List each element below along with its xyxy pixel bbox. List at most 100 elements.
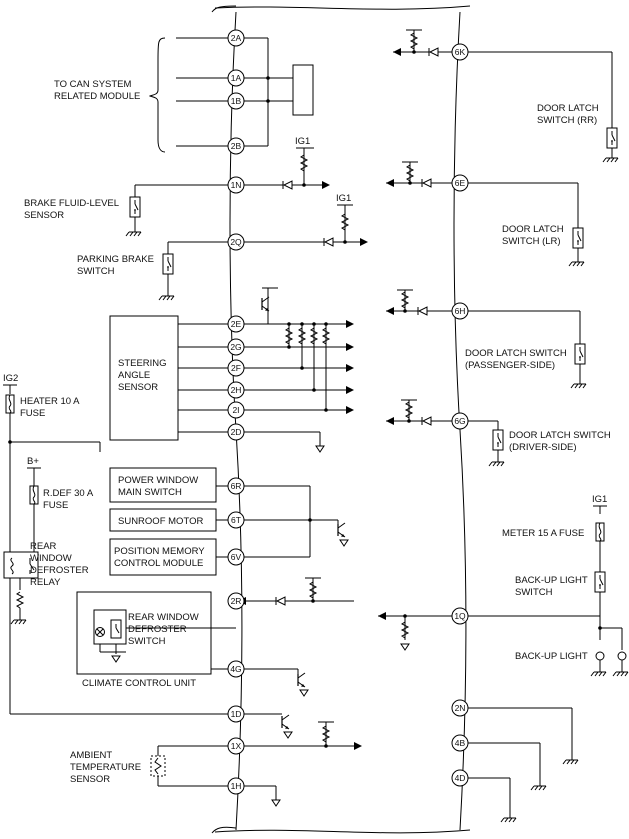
- svg-text:6G: 6G: [454, 416, 465, 426]
- brake-fluid-circuit: [125, 147, 330, 237]
- backup-switch-label-2: SWITCH: [515, 587, 553, 598]
- pin-1b: 1B: [227, 92, 245, 110]
- svg-text:2N: 2N: [455, 703, 466, 713]
- pin-2d: 2D: [227, 423, 245, 441]
- svg-text:4B: 4B: [455, 738, 466, 748]
- pin-6g: 6G: [451, 412, 469, 430]
- position-memory-label-1: POSITION MEMORY: [114, 546, 205, 557]
- svg-text:1H: 1H: [231, 781, 242, 791]
- svg-text:6T: 6T: [231, 515, 241, 525]
- relay-label-2: WINDOW: [30, 553, 72, 564]
- pin-2f: 2F: [227, 359, 245, 377]
- relay-label-4: RELAY: [30, 577, 61, 588]
- rdef-fuse-label-1: R.DEF 30 A: [43, 488, 94, 499]
- svg-text:2Q: 2Q: [230, 237, 242, 247]
- svg-text:6H: 6H: [455, 306, 466, 316]
- steering-label-3: SENSOR: [118, 382, 158, 393]
- parking-brake-label-2: SWITCH: [77, 266, 115, 277]
- steering-angle-circuit: [109, 287, 354, 453]
- door-drv-label-2: (DRIVER-SIDE): [509, 442, 577, 453]
- svg-text:6V: 6V: [231, 552, 242, 562]
- ig2-label: IG2: [3, 373, 18, 384]
- 1d-circuit: [236, 713, 293, 739]
- door-rr-label-2: SWITCH (RR): [537, 115, 597, 126]
- position-memory-label-2: CONTROL MODULE: [114, 558, 203, 569]
- pin-1q: 1Q: [451, 607, 469, 625]
- pin-1n: 1N: [227, 176, 245, 194]
- svg-text:6K: 6K: [455, 47, 466, 57]
- power-window-label-1: POWER WINDOW: [118, 475, 198, 486]
- rwd-switch-label-1: REAR WINDOW: [128, 612, 199, 623]
- power-window-circuit: [109, 467, 349, 576]
- door-pass-label-2: (PASSENGER-SIDE): [465, 360, 555, 371]
- connector-bottom-edge: [214, 829, 471, 834]
- pin-6k: 6K: [451, 43, 469, 61]
- pin-1x: 1X: [227, 737, 245, 755]
- pin-2h: 2H: [227, 381, 245, 399]
- 1q-backup-circuit: [378, 505, 629, 677]
- can-label-1: TO CAN SYSTEM: [54, 79, 132, 90]
- svg-text:1X: 1X: [231, 741, 242, 751]
- pin-1d: 1D: [227, 705, 245, 723]
- svg-text:1B: 1B: [231, 96, 242, 106]
- svg-text:2A: 2A: [231, 33, 242, 43]
- rdef-relay-circuit: [3, 467, 41, 625]
- climate-control-section: [76, 591, 309, 697]
- svg-text:4D: 4D: [455, 773, 466, 783]
- pin-4d: 4D: [451, 769, 469, 787]
- parking-brake-label-1: PARKING BRAKE: [77, 254, 154, 265]
- 6k-circuit: [393, 29, 619, 163]
- brake-fluid-label-1: BRAKE FLUID-LEVEL: [24, 198, 119, 209]
- pin-2q: 2Q: [227, 233, 245, 251]
- pin-2r: 2R: [227, 592, 245, 610]
- 6h-circuit: [386, 289, 587, 389]
- ambient-sensor-circuit: [150, 721, 362, 807]
- pin-1a: 1A: [227, 69, 245, 87]
- pin-6h: 6H: [451, 302, 469, 320]
- ambient-label-3: SENSOR: [70, 774, 110, 785]
- pin-6t: 6T: [227, 511, 245, 529]
- svg-text:2G: 2G: [230, 342, 241, 352]
- svg-text:2E: 2E: [231, 319, 242, 329]
- ig1-label-a: IG1: [295, 136, 310, 147]
- ground-pins-circuit: [460, 707, 579, 823]
- 6g-circuit: [386, 399, 505, 467]
- ig1-label-b: IG1: [336, 193, 351, 204]
- door-rr-label-1: DOOR LATCH: [537, 103, 599, 114]
- climate-control-label: CLIMATE CONTROL UNIT: [82, 678, 196, 689]
- pin-2g: 2G: [227, 338, 245, 356]
- sunroof-label: SUNROOF MOTOR: [118, 516, 203, 527]
- svg-text:2F: 2F: [231, 363, 241, 373]
- svg-text:6E: 6E: [455, 178, 466, 188]
- svg-text:1Q: 1Q: [454, 611, 466, 621]
- pin-4g: 4G: [227, 660, 245, 678]
- svg-text:6R: 6R: [231, 481, 242, 491]
- ig1-right-label: IG1: [592, 494, 607, 505]
- rwd-switch-label-3: SWITCH: [128, 636, 166, 647]
- steering-label-1: STEERING: [118, 358, 167, 369]
- can-label-2: RELATED MODULE: [54, 91, 140, 102]
- pin-2n: 2N: [451, 699, 469, 717]
- pin-4b: 4B: [451, 734, 469, 752]
- pin-2e: 2E: [227, 315, 245, 333]
- pin-6e: 6E: [451, 174, 469, 192]
- relay-label-3: DEFROSTER: [30, 565, 89, 576]
- pin-6r: 6R: [227, 477, 245, 495]
- parking-brake-circuit: [158, 204, 368, 301]
- rdef-fuse-label-2: FUSE: [43, 500, 68, 511]
- heater-fuse-label-2: FUSE: [20, 408, 45, 419]
- rwd-switch-label-2: DEFROSTER: [128, 624, 187, 635]
- svg-text:1A: 1A: [231, 73, 242, 83]
- svg-text:2I: 2I: [232, 405, 239, 415]
- backup-light-label: BACK-UP LIGHT: [515, 651, 588, 662]
- pin-1h: 1H: [227, 777, 245, 795]
- svg-text:2H: 2H: [231, 385, 242, 395]
- door-pass-label-1: DOOR LATCH SWITCH: [465, 348, 567, 359]
- svg-text:1N: 1N: [231, 180, 242, 190]
- svg-text:2D: 2D: [231, 427, 242, 437]
- relay-label-1: REAR: [30, 541, 57, 552]
- svg-text:1D: 1D: [231, 709, 242, 719]
- can-system-section: [148, 37, 314, 153]
- pin-2b: 2B: [227, 137, 245, 155]
